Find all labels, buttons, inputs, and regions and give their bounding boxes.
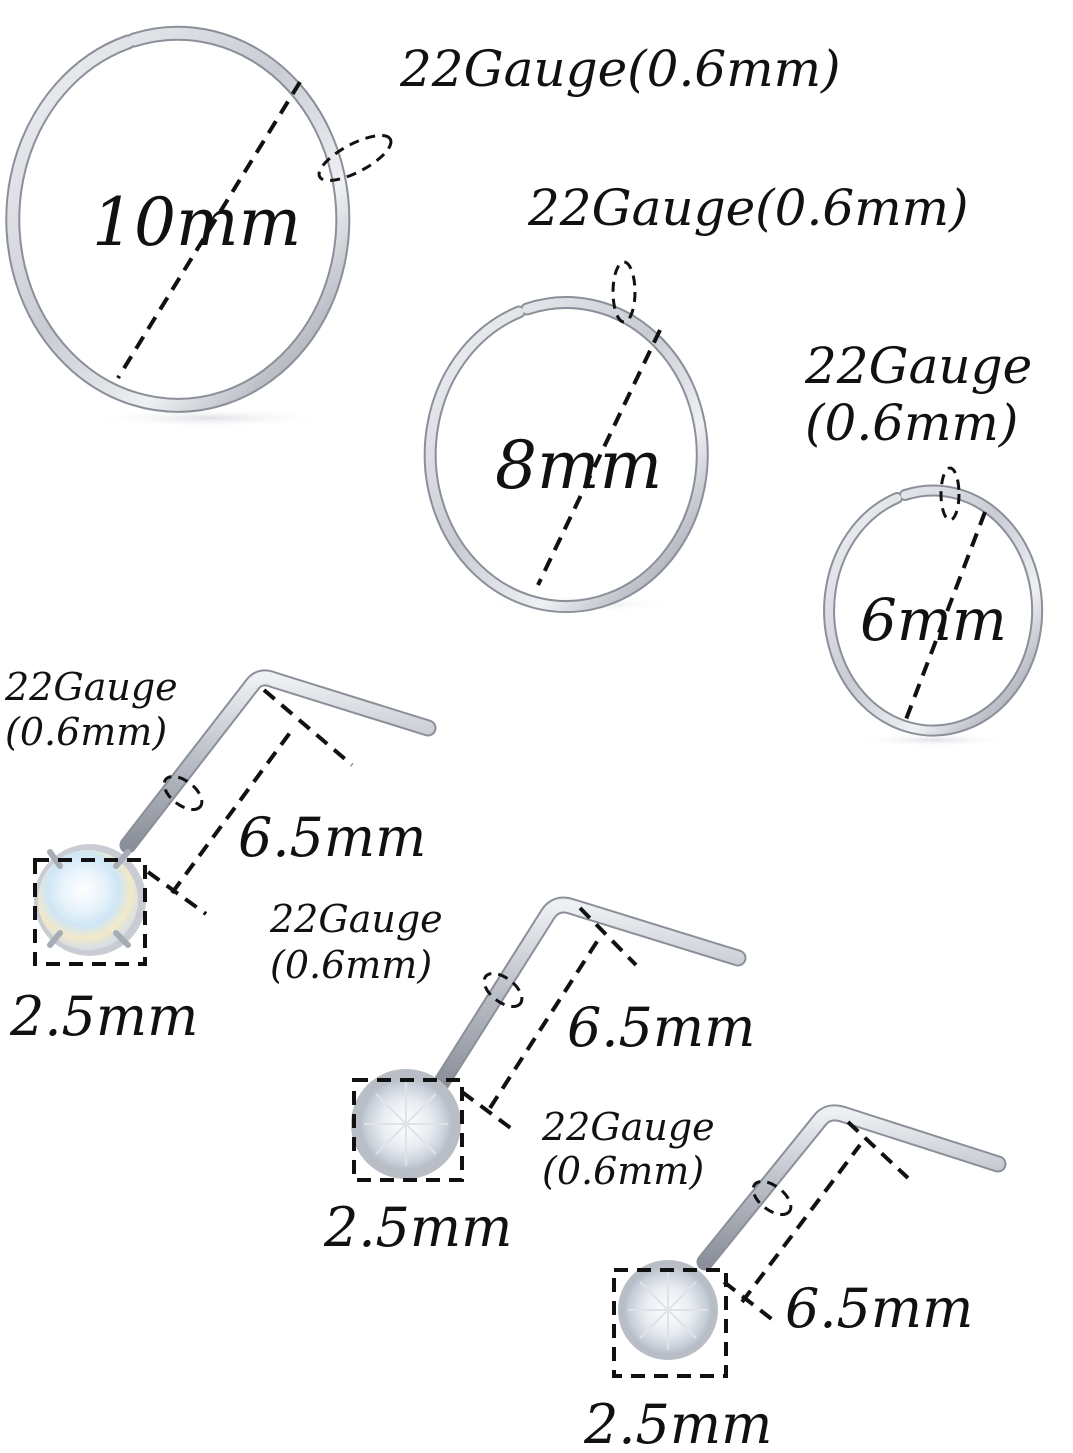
length-label: 6.5mm	[785, 1277, 973, 1340]
gauge-label-line2: (0.6mm)	[5, 710, 167, 754]
head-size-box	[33, 858, 147, 966]
diameter-label: 8mm	[495, 427, 662, 504]
ring-band	[425, 298, 707, 611]
head-size-label: 2.5mm	[9, 985, 198, 1048]
length-tick-bottom	[146, 870, 208, 916]
diameter-line	[903, 511, 987, 723]
gauge-marker	[162, 774, 204, 812]
stud-pin	[698, 1106, 1005, 1269]
length-tick-bottom	[722, 1280, 780, 1326]
stud-prongs	[47, 849, 131, 948]
gauge-label-line1: 22Gauge	[804, 337, 1032, 395]
ring-6mm: 22Gauge (0.6mm) 6mm	[804, 337, 1044, 747]
gauge-marker	[751, 1179, 793, 1217]
length-line	[488, 938, 600, 1110]
gauge-label-line1: 22Gauge	[269, 897, 443, 941]
gauge-marker	[317, 134, 393, 182]
diameter-label: 6mm	[860, 586, 1007, 654]
stud-pin	[121, 671, 435, 852]
ring-10mm: 22Gauge(0.6mm) 10mm	[5, 25, 841, 428]
gauge-label-line2: (0.6mm)	[270, 943, 432, 987]
gauge-label: 22Gauge(0.6mm)	[527, 179, 969, 237]
length-tick-top	[578, 906, 638, 967]
diameter-label: 10mm	[92, 184, 301, 261]
gauge-label-line2: (0.6mm)	[805, 394, 1018, 452]
opal-gemstone	[38, 850, 138, 950]
head-size-box	[352, 1078, 464, 1182]
ring-shadow	[90, 408, 330, 428]
ring-shadow	[855, 733, 1015, 747]
nose-stud-opal: 22Gauge (0.6mm) 6.5mm 2.5mm	[4, 665, 437, 1048]
length-line	[170, 728, 294, 895]
stud-pin	[433, 898, 745, 1092]
nose-stud-bezel-crystal: 22Gauge (0.6mm) 6.5mm 2.5mm	[269, 896, 755, 1259]
crystal-facets	[628, 1270, 708, 1350]
ring-band	[825, 486, 1042, 735]
length-label: 6.5mm	[567, 996, 755, 1059]
gauge-label-line2: (0.6mm)	[542, 1149, 704, 1193]
head-size-label: 2.5mm	[323, 1196, 512, 1259]
ring-8mm: 22Gauge(0.6mm) 8mm	[423, 179, 969, 613]
length-label: 6.5mm	[238, 806, 426, 869]
gauge-label: 22Gauge(0.6mm)	[399, 40, 841, 98]
length-tick-top	[846, 1120, 910, 1180]
length-line	[740, 1143, 862, 1304]
length-tick-bottom	[460, 1090, 518, 1134]
nose-stud-prong-crystal: 22Gauge (0.6mm) 6.5mm 2.5mm	[541, 1104, 1007, 1453]
stud-pin-outline	[696, 1104, 1007, 1271]
length-tick-top	[262, 688, 354, 767]
diameter-line	[536, 329, 662, 586]
gauge-label-line1: 22Gauge	[4, 665, 178, 709]
head-size-label: 2.5mm	[583, 1393, 772, 1453]
head-size-box	[612, 1268, 728, 1378]
gauge-marker	[939, 466, 961, 522]
gauge-marker	[482, 971, 524, 1009]
ring-band	[7, 27, 349, 411]
crystal-facets	[364, 1082, 448, 1166]
diameter-line	[116, 80, 302, 380]
gauge-label-line1: 22Gauge	[541, 1105, 715, 1149]
gauge-marker	[611, 260, 637, 324]
